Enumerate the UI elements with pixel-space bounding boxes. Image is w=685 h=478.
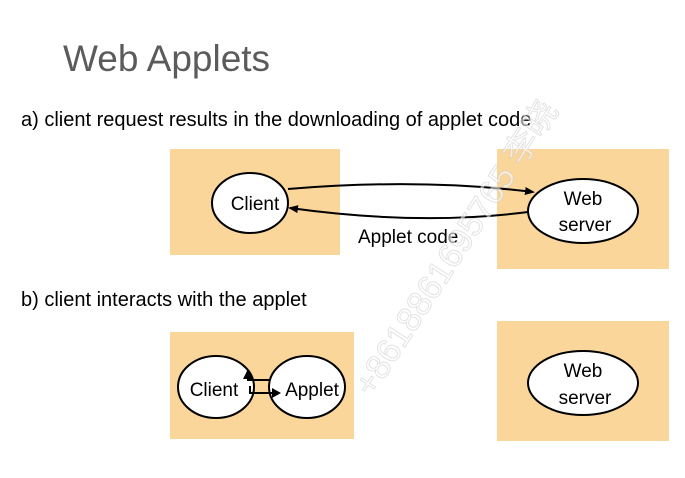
server-label-a-line1: Web: [564, 189, 603, 210]
applet-label-b: Applet: [285, 380, 340, 401]
applet-node-b: [268, 355, 346, 419]
slide-title: Web Applets: [63, 38, 271, 79]
server-label-b-line2: server: [559, 388, 612, 409]
client-node-a: [211, 172, 289, 234]
applet-code-arrow: [288, 205, 529, 220]
interaction-arrow-right: [249, 386, 272, 394]
applet-code-label: Applet code: [358, 227, 458, 248]
caption-b: b) client interacts with the applet: [21, 289, 307, 311]
server-node-a: [527, 178, 639, 244]
client-node-b: [177, 355, 255, 419]
interaction-arrow-up-head: [243, 369, 253, 379]
server-label-a-line2: server: [559, 215, 612, 236]
server-node-b: [527, 350, 639, 416]
client-label-b: Client: [190, 380, 239, 401]
server-label-b-line1: Web: [564, 361, 603, 382]
caption-a: a) client request results in the downloa…: [21, 109, 532, 131]
interaction-arrow-right-head: [272, 388, 281, 398]
request-arrow: [287, 183, 535, 195]
client-label-a: Client: [231, 194, 280, 215]
